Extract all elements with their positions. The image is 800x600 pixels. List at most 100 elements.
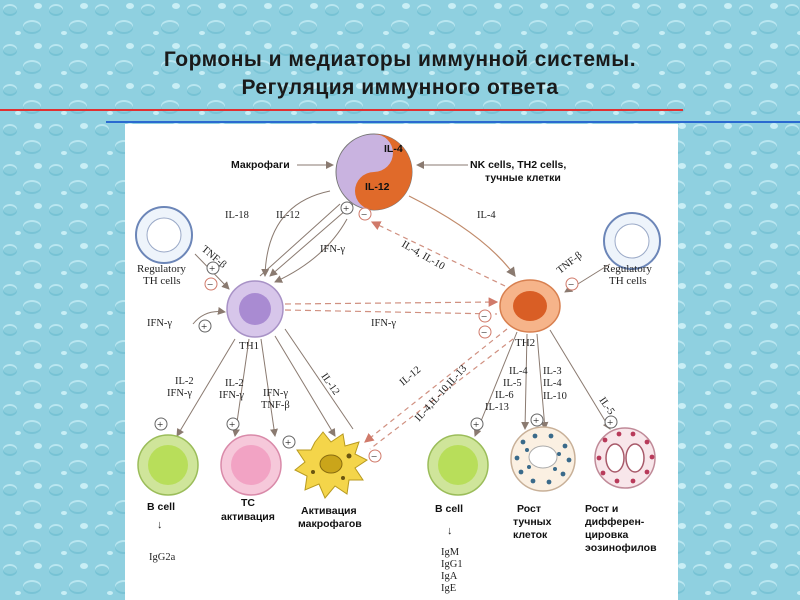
il12-label-a: IL-12 [276,210,300,221]
plus-marker: + [470,417,484,431]
iga-label: IgA [441,571,458,582]
reg-right-label-2: TH cells [609,275,647,287]
b-cell-left-label: B cell [147,501,175,513]
yin-yang-il4-il12: IL-4 IL-12 [335,133,413,211]
ifn-gamma-label-1: IFN-γ [167,388,192,399]
tc-activation-label: активация [221,511,275,523]
eos-label-1: Рост и [585,503,618,515]
svg-text:+: + [607,417,613,429]
macrophages-label: Макрофаги [231,159,290,171]
tnf-beta-label-3: TNF-β [261,400,290,411]
ifn-gamma-label-2: IFN-γ [219,390,244,401]
b-cell-right-label: B cell [435,503,463,515]
eos-label-2: дифферен- [585,516,645,528]
reg-left-label-1: Regulatory [137,263,186,275]
nk-cells-label-2: тучные клетки [485,172,561,184]
plus-minus-markers: + − + − + − − − + + + − + + + [154,201,618,463]
th2-out-il4b: IL-4 [543,378,562,389]
title-line-1: Гормоны и медиаторы иммунной системы. [163,48,637,71]
ige-label: IgE [441,583,456,594]
svg-text:+: + [229,419,235,431]
ifn-gamma-left-label: IFN-γ [147,318,172,329]
reg-left-label-2: TH cells [143,275,181,287]
plus-marker: + [198,319,212,333]
eos-label-3: цировка [585,529,628,541]
th2-out-il3: IL-3 [543,366,562,377]
immune-regulation-diagram: IL-4 IL-12 Макрофаги NK cells, TH2 cells… [135,133,661,594]
plus-marker: + [530,413,544,427]
plus-marker: + [604,415,618,429]
th1-label: TH1 [239,340,259,352]
th2-out-il10: IL-10 [543,391,567,402]
b-cell-left: B cell ↓ IgG2a [137,434,199,563]
tnf-beta-right-label: TNF-β [555,250,584,276]
svg-text:+: + [157,419,163,431]
ifn-gamma-mid-label: IFN-γ [371,318,396,329]
th2-cell: TH2 [499,279,561,349]
th2-out-il5: IL-5 [503,378,522,389]
ifn-gamma-top-label: IFN-γ [320,244,345,255]
il18-label: IL-18 [225,210,249,221]
eosinophil-cell: Рост и дифферен- цировка эозинофилов [585,427,657,554]
plus-marker: + [340,201,354,215]
svg-text:+: + [343,203,349,215]
il4-il10-label: IL-4, IL-10 [400,239,447,272]
mast-cell: Рост тучных клеток [510,426,576,541]
yin-il4-label: IL-4 [384,143,403,155]
mast-label-1: Рост [517,503,541,515]
th2-out-il4: IL-4 [509,366,528,377]
plus-marker: + [226,417,240,431]
igm-label: IgM [441,547,460,558]
svg-text:−: − [481,311,487,323]
minus-marker: − [565,277,579,291]
il12-label-c: IL-12 [398,364,423,388]
mast-label-2: тучных [513,516,552,528]
title-rule-red [0,109,683,111]
il4-right-label: IL-4 [477,210,496,221]
eos-label-4: эозинофилов [585,542,657,554]
tc-cell: TC активация [220,434,282,523]
nk-cells-label-1: NK cells, TH2 cells, [470,159,566,171]
b-cell-right: B cell ↓ IgM IgG1 IgA IgE [427,434,489,594]
down-arrow-right: ↓ [447,525,453,537]
svg-text:+: + [201,321,207,333]
title-rule-blue [106,121,800,123]
minus-marker: − [204,277,218,291]
il5-label: IL-5 [597,395,617,417]
svg-text:+: + [285,437,291,449]
th2-out-il6: IL-6 [495,390,514,401]
igg2a-label: IgG2a [149,552,176,563]
th2-out-il13: IL-13 [485,402,509,413]
il2-label-1: IL-2 [175,376,194,387]
il12-label-b: IL-12 [319,371,342,397]
minus-marker: − [368,449,382,463]
plus-marker: + [282,435,296,449]
plus-marker: + [154,417,168,431]
th2-label: TH2 [515,337,535,349]
plus-marker: + [206,261,220,275]
th1-cell: TH1 [226,280,284,352]
svg-text:−: − [361,209,367,221]
macrophage-label-1: Активация [301,505,357,517]
diagram-panel: IL-4 IL-12 Макрофаги NK cells, TH2 cells… [125,124,678,600]
tc-label: TC [241,497,255,509]
svg-text:−: − [568,279,574,291]
yin-il12-label: IL-12 [365,181,390,193]
regulatory-th-cell-right: Regulatory TH cells [603,212,661,287]
svg-text:+: + [533,415,539,427]
mast-label-3: клеток [513,529,548,541]
svg-text:+: + [473,419,479,431]
svg-text:+: + [209,263,215,275]
svg-text:−: − [207,279,213,291]
down-arrow-left: ↓ [157,519,163,531]
minus-marker: − [478,325,492,339]
title-line-2: Регуляция иммунного ответа [241,76,559,99]
macrophage-label-2: макрофагов [298,518,362,530]
igg1-label: IgG1 [441,559,463,570]
minus-marker: − [478,309,492,323]
macrophage-cell: Активация макрофагов [294,431,368,530]
svg-text:−: − [481,327,487,339]
il2-label-2: IL-2 [225,378,244,389]
regulatory-th-cell-left: Regulatory TH cells [135,206,193,287]
minus-marker: − [358,207,372,221]
